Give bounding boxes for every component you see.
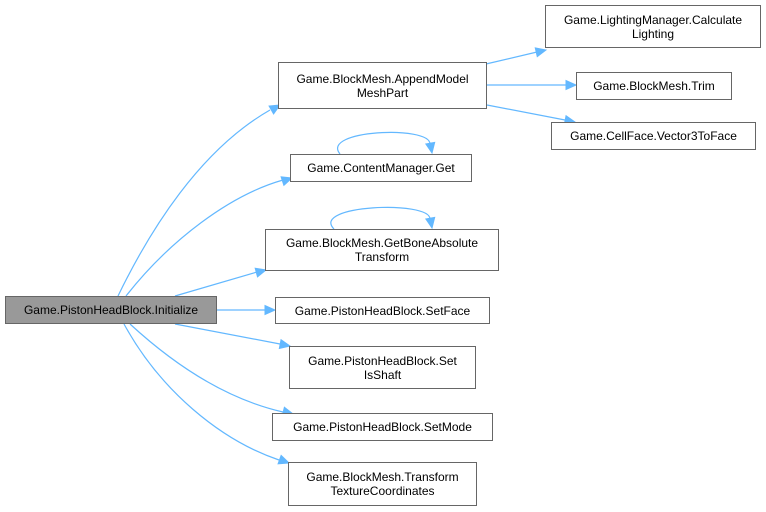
- arrowhead-icon: [280, 176, 294, 187]
- edge-line: [174, 271, 258, 297]
- edge-line: [125, 179, 284, 297]
- node-blockmesh-getboneabsolutetransform[interactable]: Game.BlockMesh.GetBoneAbsolute Transform: [265, 229, 499, 271]
- edge-line: [174, 323, 281, 345]
- node-lightingmanager-calculatelighting[interactable]: Game.LightingManager.Calculate Lighting: [545, 5, 761, 48]
- arrowhead-icon: [264, 304, 277, 316]
- arrowhead-icon: [565, 79, 578, 91]
- edge-line: [123, 323, 280, 461]
- node-pistonheadblock-setface[interactable]: Game.PistonHeadBlock.SetFace: [275, 297, 490, 324]
- arrowhead-icon: [424, 216, 436, 230]
- node-blockmesh-transformtexturecoordinates[interactable]: Game.BlockMesh.Transform TextureCoordina…: [288, 462, 477, 506]
- edge-line: [486, 104, 566, 121]
- edge-line: [330, 206, 431, 230]
- edge-root-to-setface: [217, 304, 277, 316]
- node-pistonheadblock-setisshaft[interactable]: Game.PistonHeadBlock.Set IsShaft: [289, 346, 476, 389]
- edge-root-to-append: [117, 104, 282, 297]
- edge-root-to-cmget: [125, 176, 294, 297]
- edge-append-to-lighting: [485, 47, 548, 65]
- edge-line: [485, 51, 538, 65]
- edge-bone-to-bone: [330, 206, 436, 230]
- arrowhead-icon: [534, 47, 548, 58]
- arrowhead-icon: [278, 338, 292, 350]
- node-pistonheadblock-setmode[interactable]: Game.PistonHeadBlock.SetMode: [272, 413, 493, 441]
- arrowhead-icon: [424, 141, 436, 155]
- edge-append-to-trim: [487, 79, 578, 91]
- edge-cmget-to-cmget: [336, 131, 436, 155]
- node-contentmanager-get[interactable]: Game.ContentManager.Get: [290, 154, 472, 182]
- node-cellface-vector3toface[interactable]: Game.CellFace.Vector3ToFace: [551, 122, 756, 150]
- edge-root-to-texcoords: [123, 323, 291, 465]
- arrowhead-icon: [268, 104, 282, 115]
- arrowhead-icon: [254, 267, 268, 278]
- edge-root-to-setshaft: [174, 323, 292, 350]
- edge-line: [129, 323, 284, 413]
- node-pistonheadblock-initialize[interactable]: Game.PistonHeadBlock.Initialize: [5, 296, 217, 324]
- edge-root-to-bone: [174, 267, 268, 297]
- node-blockmesh-appendmodelmeshpart[interactable]: Game.BlockMesh.AppendModel MeshPart: [278, 62, 487, 109]
- edge-line: [117, 109, 271, 297]
- edge-line: [336, 131, 431, 155]
- node-blockmesh-trim[interactable]: Game.BlockMesh.Trim: [576, 72, 732, 100]
- arrowhead-icon: [277, 454, 291, 465]
